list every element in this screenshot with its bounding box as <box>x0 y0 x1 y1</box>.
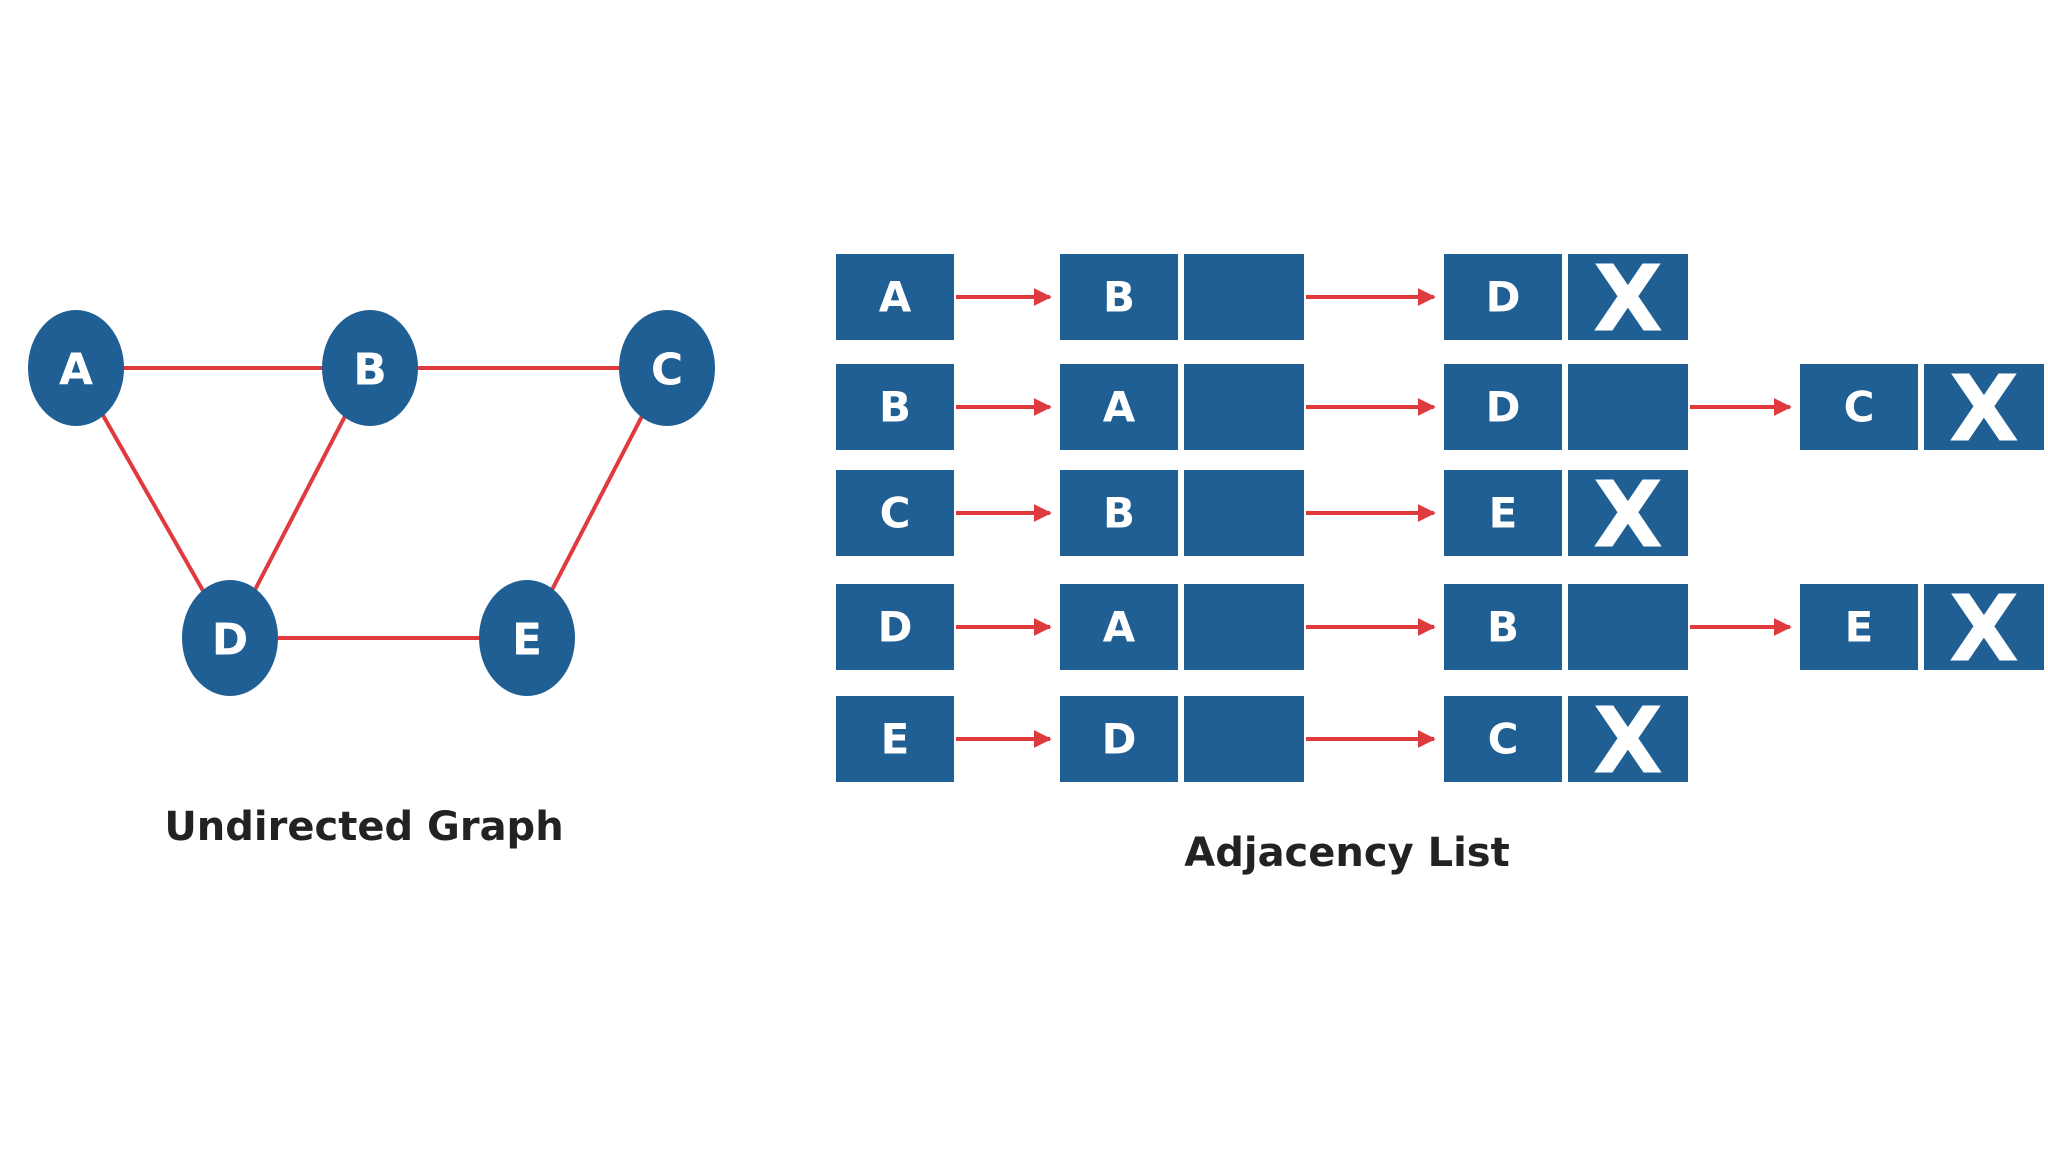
graph-nodes: A B C D E <box>28 310 715 696</box>
adjacency-list: A B D X B A D C X C B E X D A B E X E D C X <box>836 246 2044 795</box>
adjacency-node-label: D <box>1102 715 1137 764</box>
adjacency-node-pointer-cell <box>1924 364 2044 450</box>
adjacency-node-pointer-cell <box>1568 364 1688 450</box>
graph-node-circle <box>619 310 715 426</box>
adjacency-node-label: B <box>1103 273 1135 322</box>
adjacency-head-label: C <box>880 489 911 538</box>
adjacency-node-label: B <box>1103 489 1135 538</box>
adjacency-node-data-cell <box>1444 584 1562 670</box>
adjacency-node-data-cell <box>1444 696 1562 782</box>
null-pointer-icon: X <box>1593 688 1664 795</box>
adjacency-node-pointer-cell <box>1184 696 1304 782</box>
adjacency-node-label: C <box>1488 715 1519 764</box>
null-pointer-icon: X <box>1949 356 2020 463</box>
adjacency-node-data-cell <box>1060 696 1178 782</box>
adjacency-node-data-cell <box>1444 470 1562 556</box>
adjacency-node-pointer-cell <box>1184 254 1304 340</box>
graph-node-circle <box>479 580 575 696</box>
adjacency-node-data-cell <box>1444 364 1562 450</box>
null-pointer-icon: X <box>1593 462 1664 569</box>
graph-node-circle <box>182 580 278 696</box>
graph-node-label: C <box>651 345 683 396</box>
adjacency-list-caption: Adjacency List <box>1184 830 1509 876</box>
adjacency-node-data-cell <box>1800 584 1918 670</box>
graph-node-C: C <box>619 310 715 426</box>
adjacency-head-cell <box>836 470 954 556</box>
adjacency-node-pointer-cell <box>1568 470 1688 556</box>
adjacency-node-label: B <box>1487 603 1519 652</box>
adjacency-node-pointer-cell <box>1568 696 1688 782</box>
adjacency-node-label: D <box>1486 383 1521 432</box>
adjacency-head-label: B <box>879 383 911 432</box>
adjacency-head-label: E <box>881 715 910 764</box>
adjacency-node-data-cell <box>1800 364 1918 450</box>
adjacency-node-pointer-cell <box>1184 364 1304 450</box>
graph-node-A: A <box>28 310 124 426</box>
graph-node-D: D <box>182 580 278 696</box>
null-pointer-icon: X <box>1593 246 1664 353</box>
adjacency-node-pointer-cell <box>1184 584 1304 670</box>
graph-node-B: B <box>322 310 418 426</box>
adjacency-node-pointer-cell <box>1924 584 2044 670</box>
graph-node-E: E <box>479 580 575 696</box>
adjacency-node-data-cell <box>1060 470 1178 556</box>
adjacency-node-pointer-cell <box>1184 470 1304 556</box>
adjacency-node-label: A <box>1103 383 1136 432</box>
null-pointer-icon: X <box>1949 576 2020 683</box>
adjacency-head-cell <box>836 584 954 670</box>
adjacency-head-label: D <box>878 603 913 652</box>
graph-node-circle <box>322 310 418 426</box>
adjacency-node-pointer-cell <box>1568 254 1688 340</box>
adjacency-head-cell <box>836 254 954 340</box>
adjacency-node-label: E <box>1845 603 1874 652</box>
adjacency-node-label: E <box>1489 489 1518 538</box>
graph-node-circle <box>28 310 124 426</box>
graph-node-label: A <box>59 345 93 396</box>
adjacency-node-pointer-cell <box>1568 584 1688 670</box>
adjacency-head-label: A <box>879 273 912 322</box>
adjacency-head-cell <box>836 364 954 450</box>
adjacency-head-cell <box>836 696 954 782</box>
adjacency-node-label: C <box>1844 383 1875 432</box>
adjacency-node-label: A <box>1103 603 1136 652</box>
adjacency-node-label: D <box>1486 273 1521 322</box>
adjacency-node-data-cell <box>1060 254 1178 340</box>
graph-node-label: E <box>512 615 542 666</box>
graph-node-label: D <box>212 615 249 666</box>
adjacency-node-data-cell <box>1060 364 1178 450</box>
adjacency-node-data-cell <box>1444 254 1562 340</box>
graph-node-label: B <box>353 345 387 396</box>
graph-caption: Undirected Graph <box>164 804 563 850</box>
adjacency-node-data-cell <box>1060 584 1178 670</box>
